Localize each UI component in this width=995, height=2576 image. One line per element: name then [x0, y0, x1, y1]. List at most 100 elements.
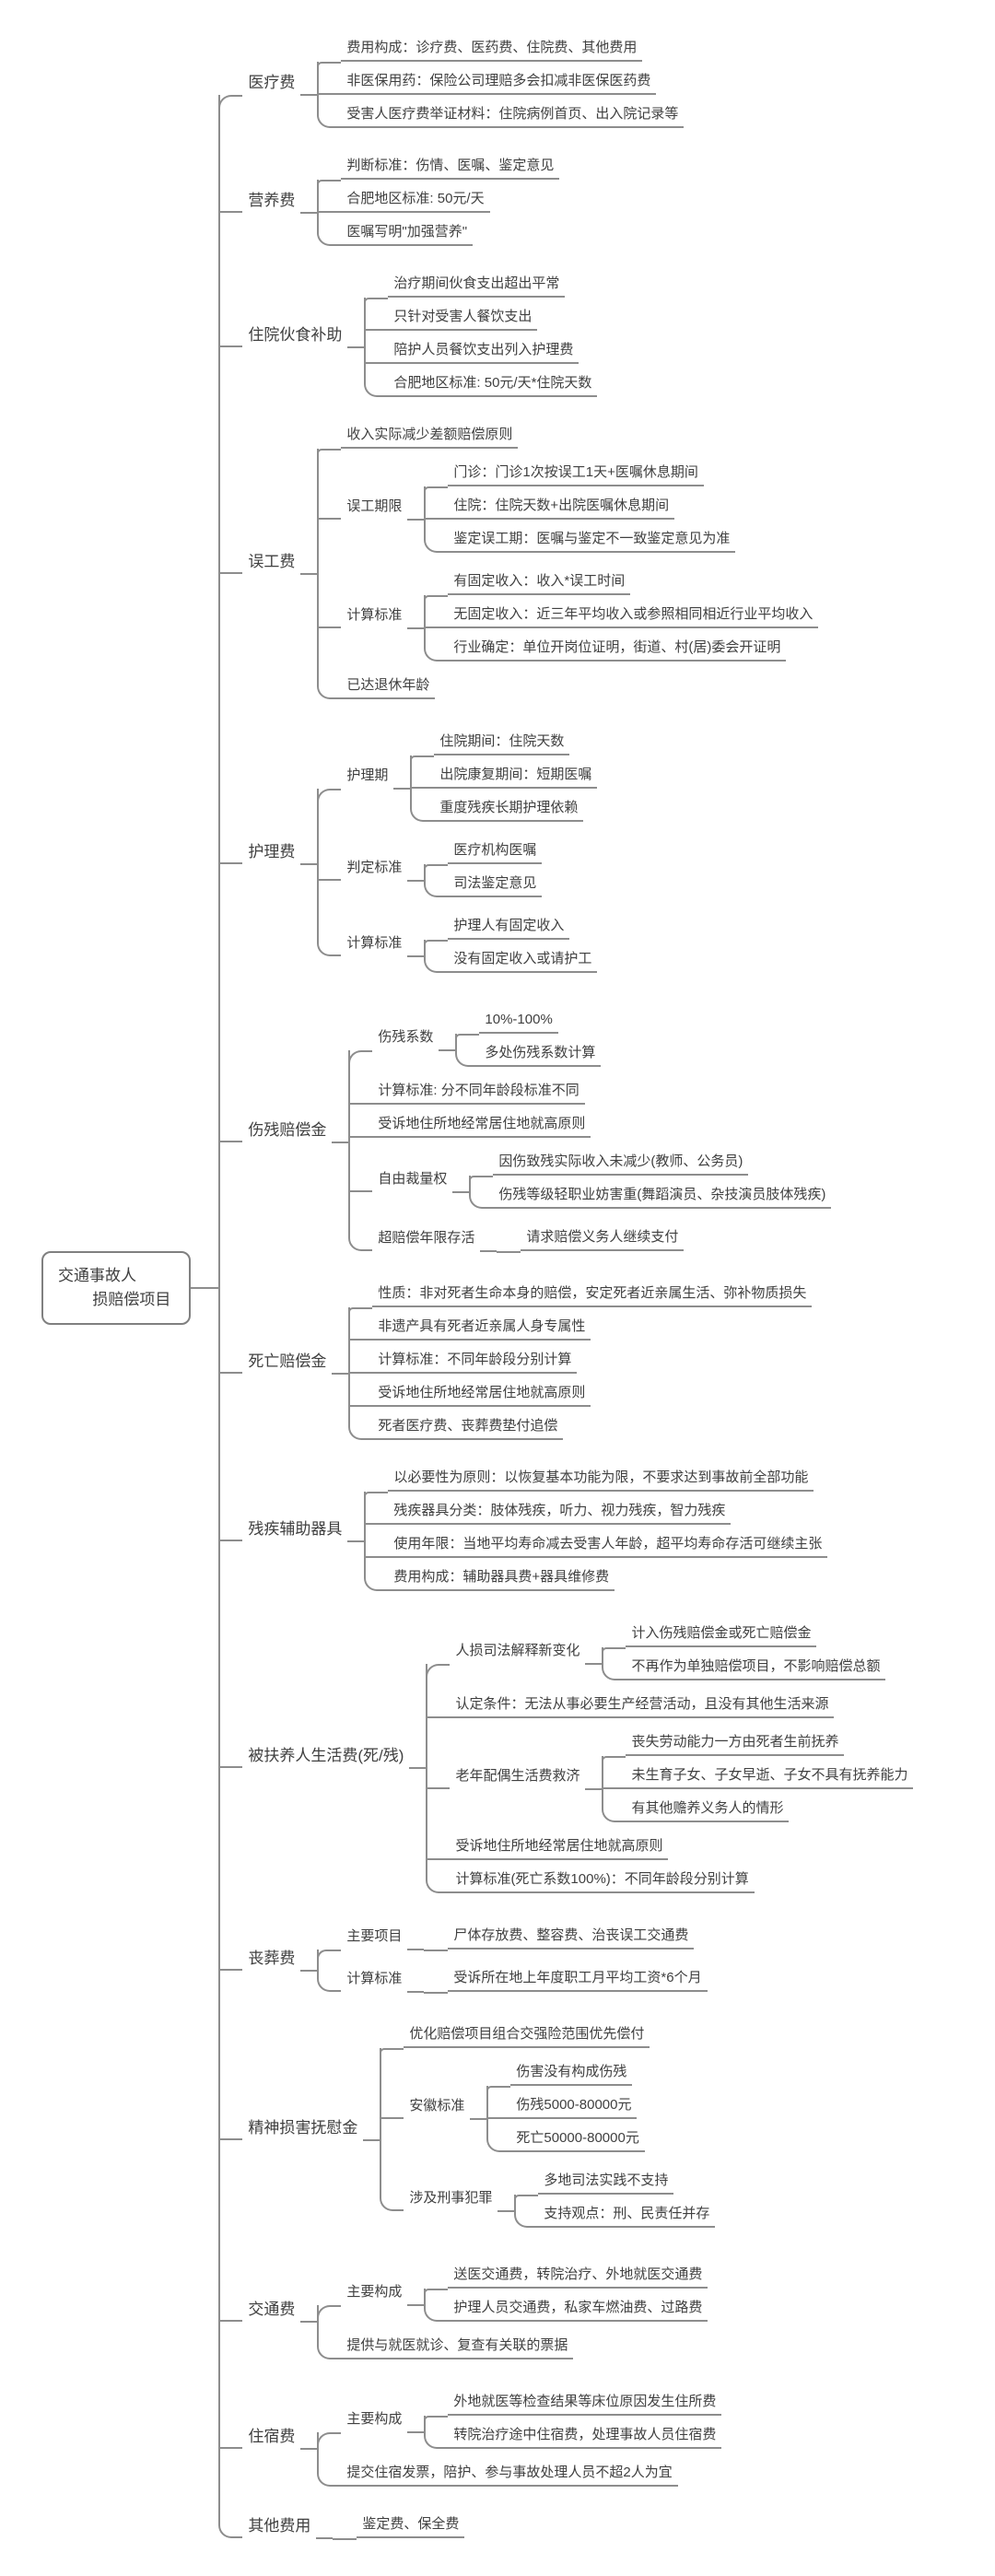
leaf-label[interactable]: 不再作为单独赔偿项目，不影响赔偿总额 — [626, 1657, 886, 1680]
leaf-label[interactable]: 有固定收入：收入*误工时间 — [448, 571, 631, 595]
branch-label[interactable]: 伤残赔偿金 — [248, 1120, 327, 1139]
subtopic-label[interactable]: 伤残系数 — [378, 1029, 434, 1045]
leaf-label[interactable]: 10%-100% — [479, 1010, 558, 1034]
subtopic-label[interactable]: 护理期 — [346, 767, 389, 783]
subtopic-label[interactable]: 主要构成 — [346, 2411, 403, 2427]
leaf-label[interactable]: 受诉地住所地经常居住地就高原则 — [372, 1114, 591, 1138]
subtopic-label[interactable]: 计算标准 — [346, 607, 403, 623]
leaf-label[interactable]: 门诊：门诊1次按误工1天+医嘱休息期间 — [448, 463, 704, 486]
leaf-label[interactable]: 受诉所在地上年度职工月平均工资*6个月 — [448, 1968, 708, 1992]
subtopic-label[interactable]: 判定标准 — [346, 860, 403, 875]
leaf-label[interactable]: 有其他赡养义务人的情形 — [626, 1798, 790, 1822]
leaf-label[interactable]: 鉴定费、保全费 — [357, 2514, 465, 2538]
leaf-label[interactable]: 非遗产具有死者近亲属人身专属性 — [372, 1317, 591, 1341]
leaf-label[interactable]: 多地司法实践不支持 — [538, 2171, 674, 2195]
leaf-label[interactable]: 护理人员交通费，私家车燃油费、过路费 — [448, 2298, 708, 2322]
subtopic-label[interactable]: 误工期限 — [346, 498, 403, 514]
leaf-label[interactable]: 优化赔偿项目组合交强险范围优先偿付 — [404, 2024, 650, 2048]
leaf-label[interactable]: 非医保用药：保险公司理赔多会扣减非医保医药费 — [341, 71, 657, 95]
leaf-label[interactable]: 使用年限：当地平均寿命减去受害人年龄，超平均寿命存活可继续主张 — [388, 1534, 828, 1558]
leaf-label[interactable]: 护理人有固定收入 — [448, 916, 570, 940]
leaf-label[interactable]: 无固定收入：近三年平均收入或参照相同相近行业平均收入 — [448, 604, 819, 628]
leaf-label[interactable]: 陪护人员餐饮支出列入护理费 — [388, 340, 579, 364]
subtopic-label[interactable]: 涉及刑事犯罪 — [409, 2190, 493, 2206]
subtopic-label[interactable]: 主要构成 — [346, 2284, 403, 2300]
leaf-label[interactable]: 请求赔偿义务人继续支付 — [521, 1227, 685, 1251]
leaf-label[interactable]: 以必要性为原则：以恢复基本功能为限，不要求达到事故前全部功能 — [388, 1468, 814, 1492]
leaf-label[interactable]: 司法鉴定意见 — [448, 873, 543, 897]
leaf-label[interactable]: 重度残疾长期护理依赖 — [434, 798, 584, 822]
leaf-label[interactable]: 死亡50000-80000元 — [510, 2128, 645, 2152]
leaf-label[interactable]: 残疾器具分类：肢体残疾，听力、视力残疾，智力残疾 — [388, 1501, 732, 1525]
leaf-label[interactable]: 提交住宿发票，陪护、参与事故处理人员不超2人为宜 — [341, 2463, 678, 2487]
leaf-label[interactable]: 鉴定误工期：医嘱与鉴定不一致鉴定意见为准 — [448, 529, 736, 553]
leaf-label[interactable]: 丧失劳动能力一方由死者生前抚养 — [626, 1732, 845, 1756]
branch-label[interactable]: 住宿费 — [248, 2427, 296, 2445]
leaf-label[interactable]: 受诉地住所地经常居住地就高原则 — [372, 1383, 591, 1407]
leaf-label[interactable]: 住院：住院天数+出院医嘱休息期间 — [448, 496, 675, 520]
branch-label[interactable]: 医疗费 — [248, 73, 296, 91]
leaf-label[interactable]: 伤残5000-80000元 — [510, 2095, 638, 2119]
subtopic-label[interactable]: 老年配偶生活费救济 — [455, 1768, 580, 1784]
branch-label[interactable]: 交通费 — [248, 2300, 296, 2318]
leaf-label[interactable]: 因伤致残实际收入未减少(教师、公务员) — [493, 1152, 749, 1176]
leaf-label[interactable]: 转院治疗途中住宿费，处理事故人员住宿费 — [448, 2425, 722, 2449]
subtopic-label[interactable]: 安徽标准 — [409, 2098, 465, 2113]
leaf-label[interactable]: 行业确定：单位开岗位证明，街道、村(居)委会开证明 — [448, 638, 787, 662]
branch-label[interactable]: 丧葬费 — [248, 1949, 296, 1967]
leaf-label[interactable]: 伤残等级轻职业妨害重(舞蹈演员、杂技演员肢体残疾) — [493, 1185, 832, 1209]
connector-line: 住宿费 主要构成 外地就医等检查结果等床位原因发生住所费转院治疗途中住宿费，处理事故… — [218, 2373, 913, 2500]
leaf-label[interactable]: 计算标准: 分不同年龄段标准不同 — [372, 1081, 585, 1105]
branch-label[interactable]: 残疾辅助器具 — [248, 1519, 343, 1538]
leaf-label[interactable]: 费用构成：辅助器具费+器具维修费 — [388, 1567, 615, 1591]
root-topic[interactable]: 交通事故人 损赔偿项目 — [41, 1251, 192, 1325]
connector-line: 外地就医等检查结果等床位原因发生住所费 — [424, 2387, 722, 2420]
leaf-label[interactable]: 医疗机构医嘱 — [448, 840, 543, 864]
leaf-label[interactable]: 伤害没有构成伤残 — [510, 2062, 633, 2086]
branch-label[interactable]: 其他费用 — [248, 2516, 311, 2535]
leaf-label[interactable]: 合肥地区标准: 50元/天*住院天数 — [388, 373, 598, 397]
leaf-label[interactable]: 出院康复期间：短期医嘱 — [434, 765, 598, 789]
subtopic-label[interactable]: 自由裁量权 — [378, 1171, 448, 1187]
leaf-label[interactable]: 未生育子女、子女早逝、子女不具有抚养能力 — [626, 1765, 914, 1789]
subtopic-label[interactable]: 人损司法解释新变化 — [455, 1643, 580, 1658]
leaf-label[interactable]: 医嘱写明"加强营养" — [341, 222, 474, 246]
leaf-label[interactable]: 判断标准：伤情、医嘱、鉴定意见 — [341, 156, 560, 180]
branch-label[interactable]: 住院伙食补助 — [248, 325, 343, 344]
leaf-label[interactable]: 死者医疗费、丧葬费垫付追偿 — [372, 1416, 564, 1440]
subtopic-label[interactable]: 计算标准 — [346, 1971, 403, 1986]
branch-label[interactable]: 误工费 — [248, 552, 296, 570]
branch-label[interactable]: 死亡赔偿金 — [248, 1352, 327, 1370]
subtopic-label[interactable]: 超赔偿年限存活 — [378, 1230, 475, 1246]
leaf-label[interactable]: 已达退休年龄 — [341, 675, 436, 699]
leaf-label[interactable]: 认定条件：无法从事必要生产经营活动，且没有其他生活来源 — [450, 1694, 835, 1718]
leaf-label[interactable]: 合肥地区标准: 50元/天 — [341, 189, 490, 213]
leaf-label[interactable]: 收入实际减少差额赔偿原则 — [341, 425, 519, 449]
leaf-label[interactable]: 外地就医等检查结果等床位原因发生住所费 — [448, 2392, 722, 2416]
leaf-label[interactable]: 支持观点：刑、民责任并存 — [538, 2204, 716, 2228]
leaf-label[interactable]: 费用构成：诊疗费、医药费、住院费、其他费用 — [341, 38, 643, 62]
leaf-label[interactable]: 受诉地住所地经常居住地就高原则 — [450, 1836, 669, 1860]
leaf-label[interactable]: 计算标准(死亡系数100%)：不同年龄段分别计算 — [450, 1869, 755, 1893]
branch-label[interactable]: 营养费 — [248, 191, 296, 209]
branch-label[interactable]: 精神损害抚慰金 — [248, 2118, 358, 2137]
leaf-label[interactable]: 只针对受害人餐饮支出 — [388, 307, 538, 331]
leaf-label[interactable]: 受害人医疗费举证材料：住院病例首页、出入院记录等 — [341, 104, 685, 128]
leaf-label[interactable]: 治疗期间伙食支出超出平常 — [388, 274, 566, 298]
leaf-label[interactable]: 计算标准：不同年龄段分别计算 — [372, 1350, 578, 1374]
subtree: 计入伤残赔偿金或死亡赔偿金 — [626, 1623, 885, 1647]
leaf-label[interactable]: 送医交通费，转院治疗、外地就医交通费 — [448, 2265, 708, 2289]
branch-label[interactable]: 护理费 — [248, 842, 296, 861]
subtopic-label[interactable]: 计算标准 — [346, 935, 403, 951]
leaf-label[interactable]: 计入伤残赔偿金或死亡赔偿金 — [626, 1623, 817, 1647]
leaf-label[interactable]: 尸体存放费、整容费、治丧误工交通费 — [448, 1926, 695, 1950]
leaf-label[interactable]: 多处伤残系数计算 — [479, 1043, 602, 1067]
branch-label[interactable]: 被扶养人生活费(死/残) — [248, 1746, 404, 1764]
leaf-label[interactable]: 住院期间：住院天数 — [434, 732, 570, 755]
leaf-label[interactable]: 性质：非对死者生命本身的赔偿，安定死者近亲属生活、弥补物质损失 — [372, 1283, 813, 1307]
subtopic-label[interactable]: 主要项目 — [346, 1928, 403, 1944]
subtree: 护理人有固定收入 — [448, 916, 597, 940]
leaf-label[interactable]: 提供与就医就诊、复查有关联的票据 — [341, 2336, 574, 2359]
leaf-label[interactable]: 没有固定收入或请护工 — [448, 949, 598, 973]
subtree: 人损司法解释新变化 计入伤残赔偿金或死亡赔偿金不再作为单独赔偿项目，不影响赔偿总额 — [450, 1619, 913, 1685]
